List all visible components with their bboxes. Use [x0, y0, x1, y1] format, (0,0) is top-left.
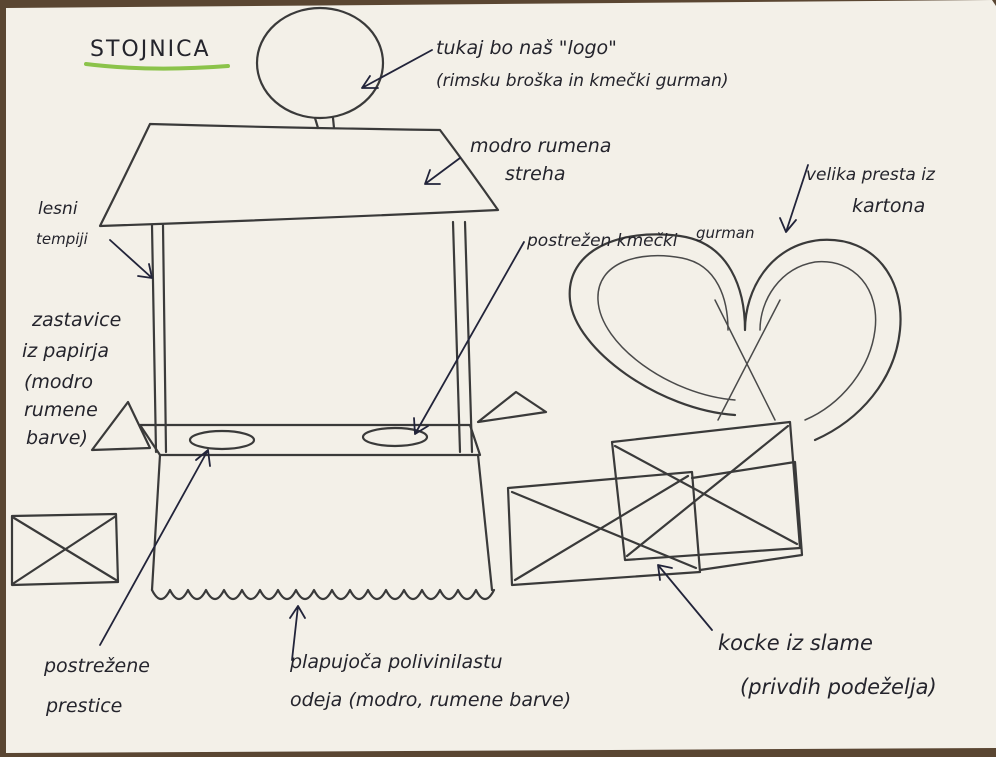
label-flags-line5: barve) — [26, 427, 88, 449]
label-pretzel-line1: velika presta iz — [806, 165, 936, 185]
label-logo-line2: (rimsku broška in kmečki gurman) — [436, 71, 729, 91]
label-cloth-line2: odeja (modro, rumene barve) — [290, 689, 571, 711]
label-pretzels-line1: postrežene — [43, 655, 150, 677]
label-poles-line2: tempiji — [36, 230, 89, 248]
label-roof-line1: modro rumena — [470, 135, 611, 157]
label-bales-line1: kocke iz slame — [718, 631, 873, 655]
label-bales-line2: (privdih podeželja) — [740, 675, 937, 699]
label-served-line2: gurman — [696, 224, 755, 242]
label-pretzel-line2: kartona — [852, 195, 925, 217]
label-cloth-line1: plapujoča polivinilastu — [289, 651, 503, 673]
label-pretzels-line2: prestice — [45, 695, 122, 717]
label-flags-line2: iz papirja — [22, 340, 109, 362]
label-poles-line1: lesni — [38, 199, 78, 219]
label-flags-line3: (modro — [24, 371, 93, 393]
label-roof-line2: streha — [505, 163, 566, 185]
title-text: STOJNICA — [90, 37, 211, 62]
label-logo-line1: tukaj bo naš "logo" — [436, 37, 617, 59]
label-served-line1: postrežen kmečki — [526, 231, 678, 251]
label-flags-line4: rumene — [24, 399, 98, 421]
label-flags-line1: zastavice — [31, 309, 121, 331]
